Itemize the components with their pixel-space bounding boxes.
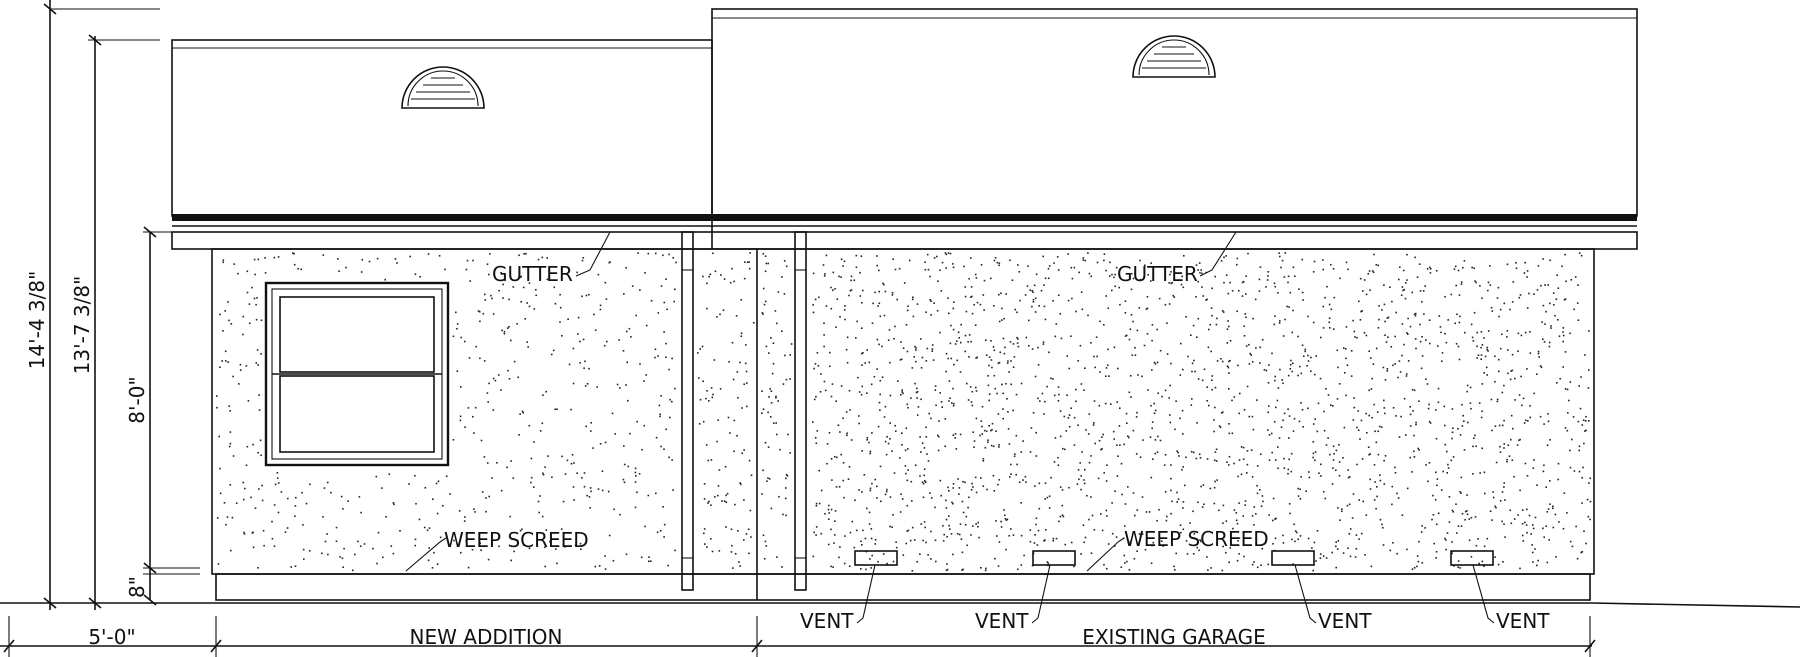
foundation-vent-icon [1271, 550, 1315, 566]
window [264, 281, 450, 467]
stucco-texture [216, 252, 1592, 572]
vent-callout-4: VENT [1472, 564, 1550, 633]
gutter-left-label: GUTTER [492, 262, 573, 286]
vent-label: VENT [975, 609, 1029, 633]
gutter-right-label: GUTTER [1117, 262, 1198, 286]
gutter-left-callout: GUTTER [492, 231, 611, 286]
gutter-right-callout: GUTTER [1117, 231, 1237, 286]
vent-label: VENT [1318, 609, 1372, 633]
foundation [215, 573, 1591, 601]
dim-wall-height: 8'-0" 8" [125, 226, 200, 606]
vent-label: VENT [800, 609, 854, 633]
foundation-vent-icon [854, 550, 898, 566]
overall-height-label: 14'-4 3/8" [25, 271, 49, 370]
foundation-vent-icon [1450, 550, 1494, 566]
foundation-label: 8" [125, 576, 149, 598]
grade-line [0, 602, 1800, 608]
downspout-right [794, 231, 807, 591]
wall-height-label: 8'-0" [125, 376, 149, 423]
roof-height-label: 13'-7 3/8" [70, 276, 94, 375]
weep-screed-left-label: WEEP SCREED [444, 528, 589, 552]
offset-label: 5'-0" [88, 625, 135, 649]
weep-screed-left-callout: WEEP SCREED [405, 528, 589, 572]
vent-callout-1: VENT [800, 564, 876, 633]
half-round-louver-icon [1132, 35, 1216, 78]
stucco-walls [211, 248, 1595, 600]
vent-callout-2: VENT [975, 564, 1051, 633]
weep-screed-right-label: WEEP SCREED [1124, 527, 1269, 551]
vent-callout-3: VENT [1294, 564, 1372, 633]
half-round-louver-icon [401, 66, 485, 109]
foundation-vent-icon [1032, 550, 1076, 566]
dim-overall-height: 14'-4 3/8" [25, 0, 160, 610]
eave-fascia [171, 214, 1638, 250]
existing-garage-label: EXISTING GARAGE [1082, 625, 1266, 649]
new-addition-label: NEW ADDITION [410, 625, 563, 649]
vent-label: VENT [1496, 609, 1550, 633]
weep-screed-right-callout: WEEP SCREED [1086, 527, 1269, 572]
dim-roof-height: 13'-7 3/8" [70, 34, 160, 610]
downspout-left [681, 231, 694, 591]
dim-bottom: 5'-0" NEW ADDITION EXISTING GARAGE [0, 616, 1596, 657]
